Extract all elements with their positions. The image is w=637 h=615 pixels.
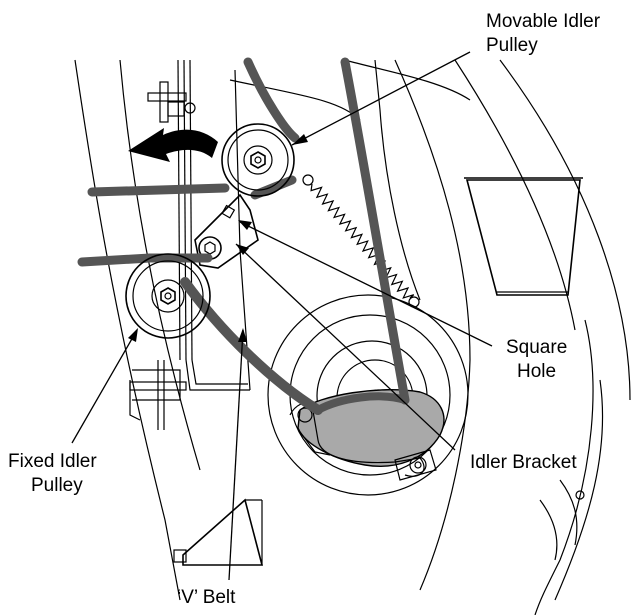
label-v-belt: ‘V’ Belt — [177, 587, 236, 608]
container-shape — [464, 177, 583, 296]
housing-outline — [74, 59, 631, 615]
movable-idler-pulley — [221, 123, 295, 197]
top-hardware — [147, 81, 196, 123]
fixed-idler-pulley — [125, 253, 211, 339]
leader-lines — [71, 51, 493, 581]
label-square-hole-line1: Square — [506, 337, 567, 358]
label-fixed-idler-line2: Pulley — [31, 475, 83, 496]
rotation-arrow-icon — [128, 128, 218, 162]
label-movable-idler-line2: Pulley — [486, 35, 538, 56]
label-square-hole-line2: Hole — [517, 361, 556, 382]
lower-bracket — [129, 360, 187, 430]
bottom-bracket — [173, 498, 264, 566]
label-fixed-idler-line1: Fixed Idler — [8, 451, 97, 472]
v-belt — [77, 57, 410, 415]
label-idler-bracket: Idler Bracket — [470, 452, 577, 473]
label-movable-idler-line1: Movable Idler — [486, 11, 601, 32]
